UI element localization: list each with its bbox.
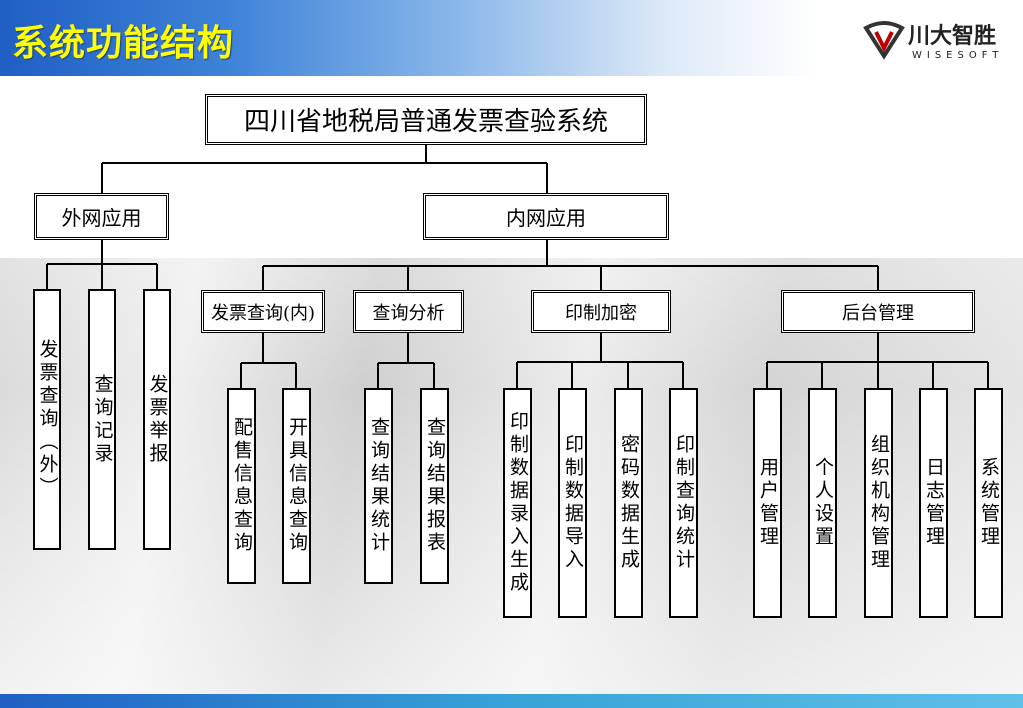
leaf-node: 开具信息查询 bbox=[282, 388, 311, 584]
external-child-node: 查询记录 bbox=[88, 289, 116, 550]
company-logo: 川大智胜 WISESOFT bbox=[862, 12, 1012, 68]
leaf-node: 查询结果报表 bbox=[420, 388, 449, 584]
external-child-node: 发票举报 bbox=[143, 289, 171, 550]
external-child-node: 发票查询（外） bbox=[33, 289, 61, 550]
leaf-node: 配售信息查询 bbox=[227, 388, 256, 584]
leaf-node: 个人设置 bbox=[808, 388, 837, 618]
leaf-node: 密码数据生成 bbox=[614, 388, 643, 618]
logo-name: 川大智胜 bbox=[908, 24, 997, 49]
internal-apps-node: 内网应用 bbox=[423, 193, 669, 240]
group-node-invoice-query: 发票查询(内) bbox=[201, 290, 325, 333]
external-apps-node: 外网应用 bbox=[34, 193, 169, 240]
logo-subtitle: WISESOFT bbox=[912, 50, 1004, 61]
leaf-node: 日志管理 bbox=[919, 388, 948, 618]
leaf-node: 查询结果统计 bbox=[364, 388, 393, 584]
group-node-backend-admin: 后台管理 bbox=[781, 290, 975, 333]
leaf-node: 系统管理 bbox=[974, 388, 1003, 618]
leaf-node: 组织机构管理 bbox=[864, 388, 893, 618]
page-title: 系统功能结构 bbox=[12, 23, 235, 64]
group-node-print-encrypt: 印制加密 bbox=[531, 290, 671, 333]
bottom-bar bbox=[0, 694, 1023, 708]
leaf-node: 印制数据导入 bbox=[558, 388, 587, 618]
group-node-query-analysis: 查询分析 bbox=[353, 290, 464, 333]
header-banner: 系统功能结构 川大智胜 WISESOFT bbox=[0, 0, 1023, 76]
logo-icon bbox=[863, 21, 905, 60]
leaf-node: 印制查询统计 bbox=[669, 388, 698, 618]
root-node: 四川省地税局普通发票查验系统 bbox=[205, 94, 647, 145]
leaf-node: 用户管理 bbox=[753, 388, 782, 618]
leaf-node: 印制数据录入生成 bbox=[503, 388, 532, 618]
